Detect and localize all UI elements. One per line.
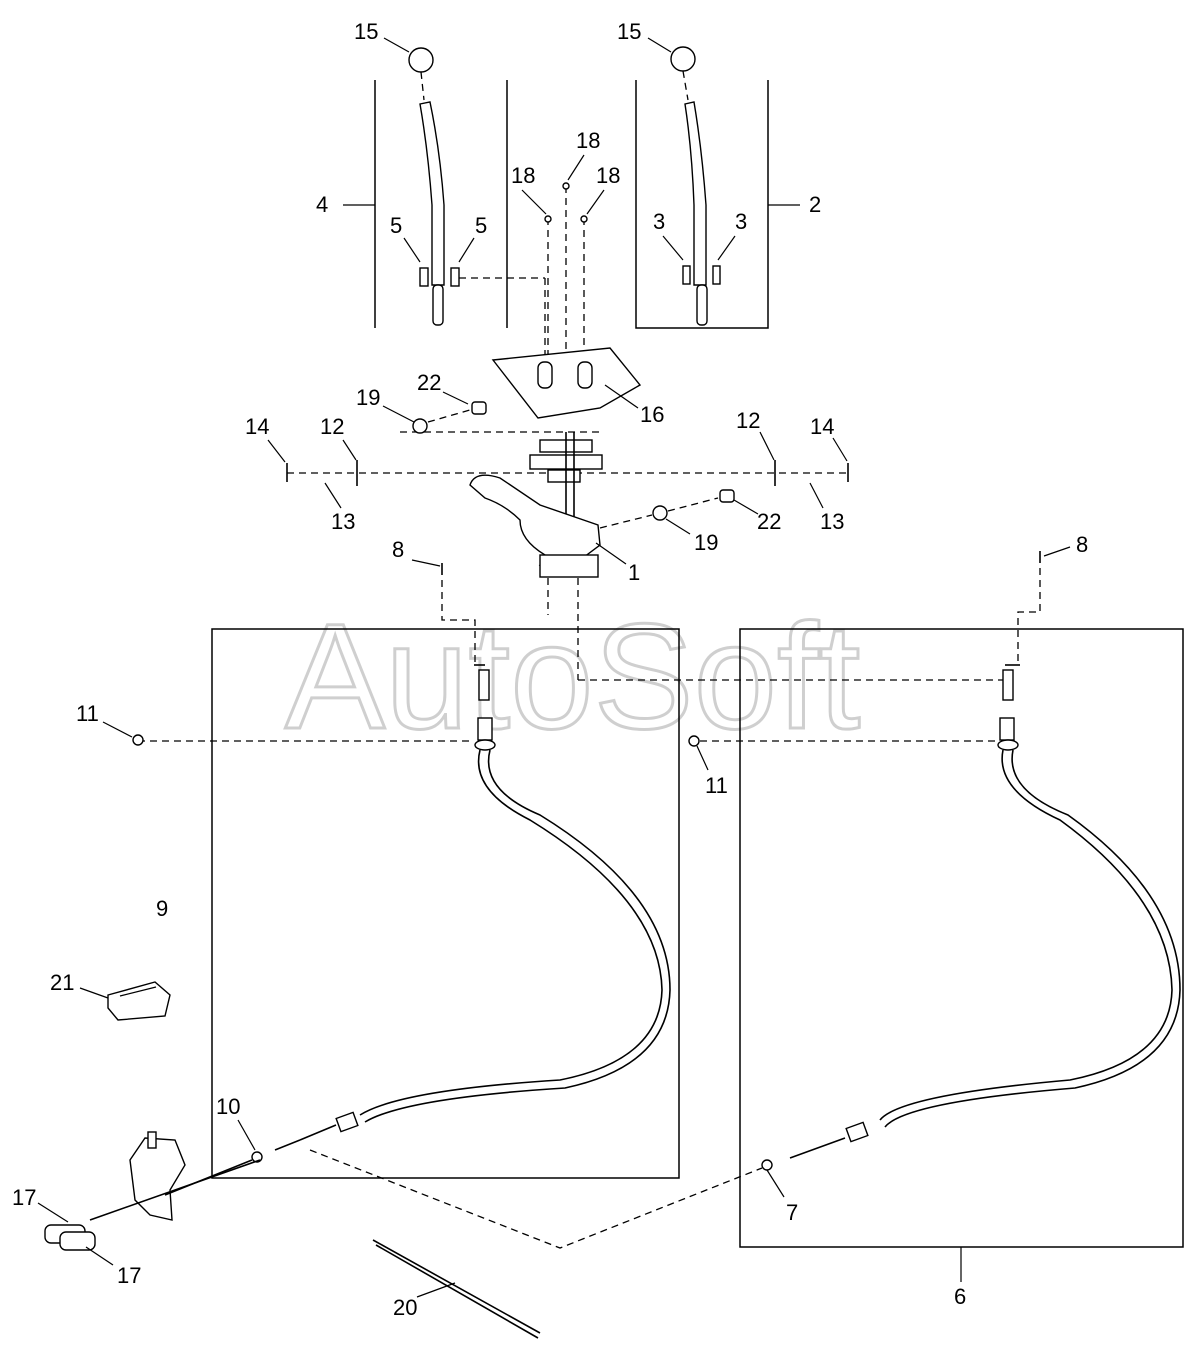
callout-3-left: 3 — [653, 209, 665, 234]
callout-18-top: 18 — [576, 128, 600, 153]
washer-19-right — [599, 497, 719, 529]
callout-21: 21 — [50, 970, 74, 995]
callout-6: 6 — [954, 1284, 966, 1309]
callout-5-right: 5 — [475, 213, 487, 238]
callout-22-left: 22 — [417, 370, 441, 395]
callout-13-left: 13 — [331, 509, 355, 534]
callout-19-right: 19 — [694, 530, 718, 555]
callout-17-top: 17 — [12, 1185, 36, 1210]
left-cable-box — [211, 628, 680, 1179]
cable-end-dash — [309, 1149, 763, 1249]
callout-13-right: 13 — [820, 509, 844, 534]
callout-10: 10 — [216, 1094, 240, 1119]
nut-7 — [761, 1159, 773, 1171]
callout-9: 9 — [156, 896, 168, 921]
callout-22-right: 22 — [757, 509, 781, 534]
callout-8-right: 8 — [1076, 532, 1088, 557]
callout-20: 20 — [393, 1295, 417, 1320]
callout-15-right: 15 — [617, 19, 641, 44]
callout-2: 2 — [809, 192, 821, 217]
shift-bracket[interactable] — [469, 432, 603, 578]
callout-12-left: 12 — [320, 414, 344, 439]
callout-19-left: 19 — [356, 385, 380, 410]
watermark: AutoSoft — [285, 592, 860, 760]
washer-19-left — [412, 409, 471, 434]
left-shift-cable[interactable] — [274, 664, 671, 1151]
callout-8-left: 8 — [392, 537, 404, 562]
console-plate[interactable] — [491, 347, 642, 419]
callout-12-right: 12 — [736, 408, 760, 433]
callout-5-left: 5 — [390, 213, 402, 238]
bolt-22-right — [719, 489, 735, 503]
callout-1: 1 — [628, 560, 640, 585]
callout-7: 7 — [786, 1200, 798, 1225]
callout-4: 4 — [316, 192, 328, 217]
clevis-17[interactable] — [44, 1224, 96, 1251]
right-shift-cable[interactable] — [789, 664, 1181, 1159]
right-shift-lever[interactable] — [670, 46, 721, 326]
callout-17-bottom: 17 — [117, 1263, 141, 1288]
callout-15-left: 15 — [354, 19, 378, 44]
nut-11-right — [688, 735, 700, 747]
callout-18-left: 18 — [511, 163, 535, 188]
retainer-clip-21 — [107, 981, 171, 1021]
callout-11-left: 11 — [76, 701, 99, 726]
leader-lines — [37, 37, 1071, 1298]
transmission-bracket[interactable] — [89, 1131, 261, 1221]
callout-11-right: 11 — [705, 773, 728, 798]
callout-labels: 15 15 18 18 18 4 2 5 5 3 3 22 19 16 14 1… — [12, 19, 1088, 1320]
callout-18-right: 18 — [596, 163, 620, 188]
callout-14-left: 14 — [245, 414, 269, 439]
left-shift-lever[interactable] — [408, 47, 460, 326]
bolt-22-left — [471, 401, 487, 415]
callout-14-right: 14 — [810, 414, 834, 439]
cable-tie-20 — [372, 1239, 541, 1339]
panel-right-outline — [635, 80, 769, 329]
callout-3-right: 3 — [735, 209, 747, 234]
nut-11-left — [132, 734, 144, 746]
callout-16: 16 — [640, 402, 664, 427]
screw-18-group — [544, 182, 588, 375]
